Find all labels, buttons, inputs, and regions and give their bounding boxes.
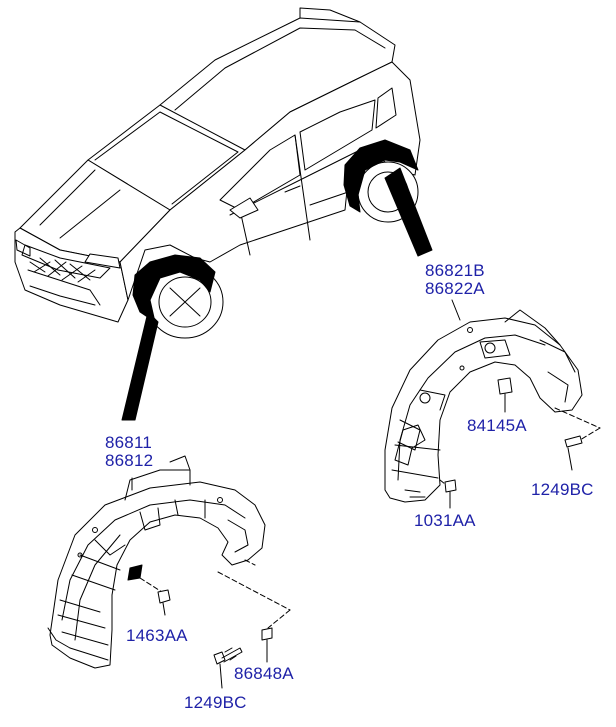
front-screw-label: 1249BC — [184, 693, 247, 712]
car-illustration — [14, 7, 433, 421]
rear-wheel-liner — [384, 299, 601, 509]
front-wheel-liner — [47, 455, 291, 689]
rear-clip-label: 1031AA — [414, 511, 476, 530]
front-clip-label: 1463AA — [126, 626, 188, 645]
front-liner-part-number-2: 86812 — [105, 451, 154, 470]
rear-liner-part-number-1: 86821B — [425, 261, 485, 280]
rear-screw-label: 1249BC — [531, 480, 594, 499]
rear-grommet-label: 84145A — [467, 416, 527, 435]
front-nut-label: 86848A — [234, 664, 294, 683]
front-liner-part-number-1: 86811 — [105, 433, 153, 452]
rear-liner-part-number-2: 86822A — [425, 279, 485, 298]
